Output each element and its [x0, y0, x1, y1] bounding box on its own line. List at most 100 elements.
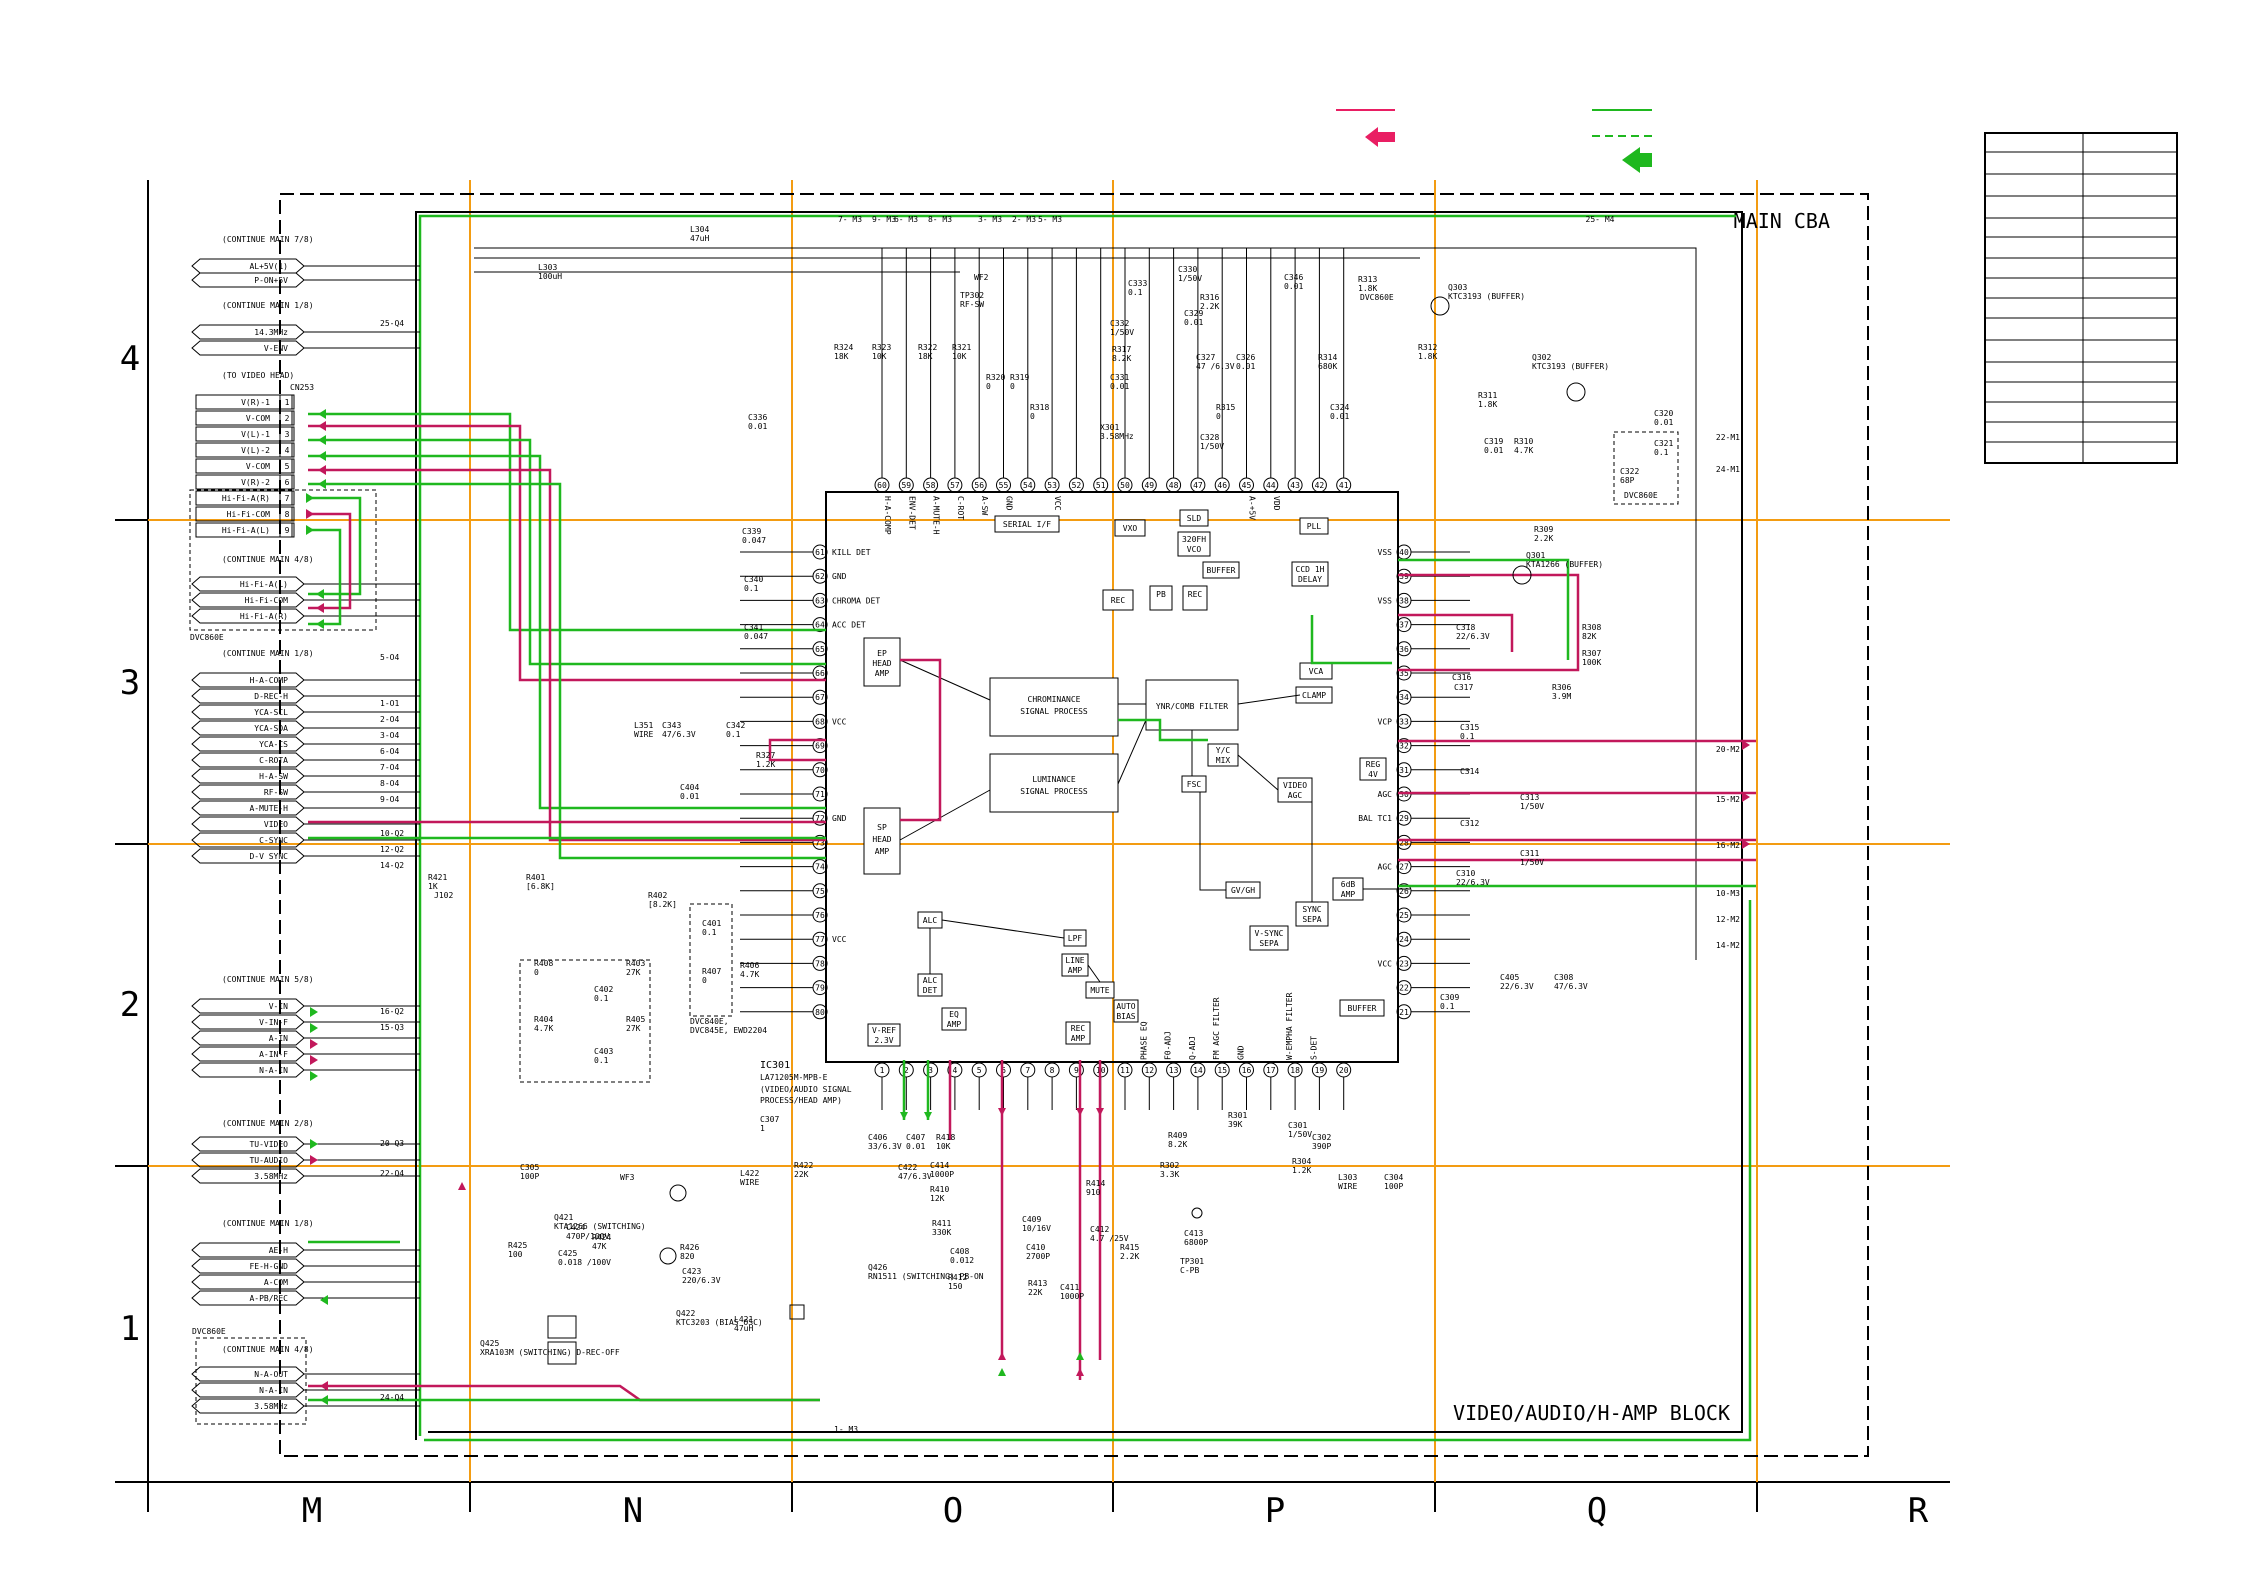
pin-num-13: 13	[1169, 1066, 1179, 1075]
svg-text:PLL: PLL	[1307, 522, 1322, 531]
svg-text:EP: EP	[877, 649, 887, 658]
conn-g3-num-5: 6	[285, 478, 290, 487]
svg-text:VIDEO: VIDEO	[1283, 781, 1307, 790]
part-103-ref: C413	[1184, 1229, 1203, 1238]
part-97-ref: C410	[1026, 1243, 1045, 1252]
dvc-label-2: DVC860E	[192, 1327, 226, 1336]
pin-label-12: PHASE EQ	[1139, 1021, 1148, 1060]
xref-top-1: 9- M3	[872, 215, 896, 224]
conn-g5-9: VIDEO	[264, 820, 288, 829]
part-84-ref: R304	[1292, 1157, 1311, 1166]
part-29-value: 1.8K	[1418, 352, 1437, 361]
xref-left-0: 25-Q4	[380, 319, 404, 328]
part-28-value: KTC3193 (BUFFER)	[1448, 292, 1525, 301]
part-78-ref: R418	[936, 1133, 955, 1142]
pin-num-65: 65	[815, 645, 825, 654]
svg-text:CLAMP: CLAMP	[1302, 691, 1326, 700]
part-98-ref: R413	[1028, 1279, 1047, 1288]
dvc860e-region-c	[189, 489, 377, 631]
part-79-ref: R409	[1168, 1131, 1187, 1140]
part-65-value: 0	[534, 968, 539, 977]
part-27-value: 1.8K	[1358, 284, 1377, 293]
part-94-value: 0.012	[950, 1256, 974, 1265]
pin-num-32: 32	[1399, 742, 1409, 751]
q425-symbol	[789, 1304, 805, 1320]
pin-num-37: 37	[1399, 621, 1409, 630]
part-71-ref: R406	[740, 961, 759, 970]
part-116-ref: Q426	[868, 1263, 887, 1272]
part-88-value: WIRE	[740, 1178, 759, 1187]
part-10-value: RF-SW	[960, 300, 984, 309]
conn-g5-8: A-MUTE-H	[249, 804, 288, 813]
part-99-ref: C411	[1060, 1283, 1079, 1292]
part-99-value: 1000P	[1060, 1292, 1084, 1301]
pin-num-40: 40	[1399, 548, 1409, 557]
part-70-value: 0.1	[594, 1056, 609, 1065]
part-84-value: 1.2K	[1292, 1166, 1311, 1175]
part-106-ref: Q421	[554, 1213, 573, 1222]
pin-label-61: KILL DET	[832, 548, 871, 557]
part-114-value: 47uH	[734, 1324, 753, 1333]
signal-arrows	[306, 409, 1750, 1405]
svg-text:ALC: ALC	[923, 916, 938, 925]
pin-label-58: A-MUTE-H	[932, 496, 941, 535]
part-111-ref: R426	[680, 1243, 699, 1252]
conn-g6-1: V-IN-F	[259, 1018, 288, 1027]
part-103-value: 6800P	[1184, 1238, 1208, 1247]
xref-left-2: 1-O1	[380, 699, 399, 708]
trace-vl2	[308, 454, 826, 810]
pin-label-27: AGC	[1378, 863, 1393, 872]
svg-text:LINE: LINE	[1065, 956, 1084, 965]
part-86-ref: C304	[1384, 1173, 1403, 1182]
part-92-ref: R410	[930, 1185, 949, 1194]
conn-g1-0: AL+5V(1)	[249, 262, 288, 271]
conn-g5-2: YCA-SCL	[254, 708, 288, 717]
svg-text:SEPA: SEPA	[1259, 939, 1278, 948]
power-rails	[415, 211, 1752, 1442]
part-25-value: 680K	[1318, 362, 1337, 371]
part-87-ref: C305	[520, 1163, 539, 1172]
pin-num-71: 71	[815, 790, 825, 799]
part-58-ref: R327	[756, 751, 775, 760]
pin-num-21: 21	[1399, 1008, 1409, 1017]
part-42-value: KTA1266 (BUFFER)	[1526, 560, 1603, 569]
part-41-value: 2.2K	[1534, 534, 1553, 543]
pin-num-46: 46	[1217, 481, 1227, 490]
col-label-r: R	[1908, 1491, 1929, 1531]
xref-left-4: 3-O4	[380, 731, 399, 740]
svg-text:REC: REC	[1188, 590, 1203, 599]
vxo-block	[1114, 519, 1146, 537]
svg-text:6dB: 6dB	[1341, 880, 1356, 889]
pin-num-38: 38	[1399, 596, 1409, 605]
pin-num-8: 8	[1050, 1066, 1055, 1075]
part-9-ref: R318	[1030, 403, 1049, 412]
part-31-ref: R311	[1478, 391, 1497, 400]
svg-text:4V: 4V	[1368, 770, 1378, 779]
pin-num-14: 14	[1193, 1066, 1203, 1075]
pin-num-61: 61	[815, 548, 825, 557]
dvc-label-1: DVC860E	[190, 633, 224, 642]
part-8-value: 0	[1010, 382, 1015, 391]
pin-num-44: 44	[1266, 481, 1276, 490]
pin-num-25: 25	[1399, 911, 1409, 920]
pb-apc-block	[1149, 585, 1173, 611]
ic301: CHROMINANCE SIGNAL PROCESS LUMINANCE SIG…	[825, 491, 1410, 1063]
conn-g9-2-shape	[191, 1398, 305, 1414]
part-15-value: 8.2K	[1112, 354, 1131, 363]
xref-right-4: 16-M2	[1716, 841, 1740, 850]
pin-num-31: 31	[1399, 766, 1409, 775]
part-75-ref: C307	[760, 1115, 779, 1124]
xref-left-5: 6-O4	[380, 747, 399, 756]
conn-g3-num-0: 1	[285, 398, 290, 407]
svg-text:SP: SP	[877, 823, 887, 832]
pin-label-55: GND	[1005, 496, 1014, 511]
pin-num-52: 52	[1072, 481, 1082, 490]
conn-g3-num-1: 2	[285, 414, 290, 423]
part-60-ref: J102	[434, 891, 453, 900]
part-118-value: DVC845E, EWD2204	[690, 1026, 767, 1035]
svg-text:AMP: AMP	[1341, 890, 1356, 899]
xref-left-15: 22-Q4	[380, 1169, 404, 1178]
pin-label-59: ENV-DET	[907, 496, 916, 530]
part-48-value: 3.9M	[1552, 692, 1571, 701]
